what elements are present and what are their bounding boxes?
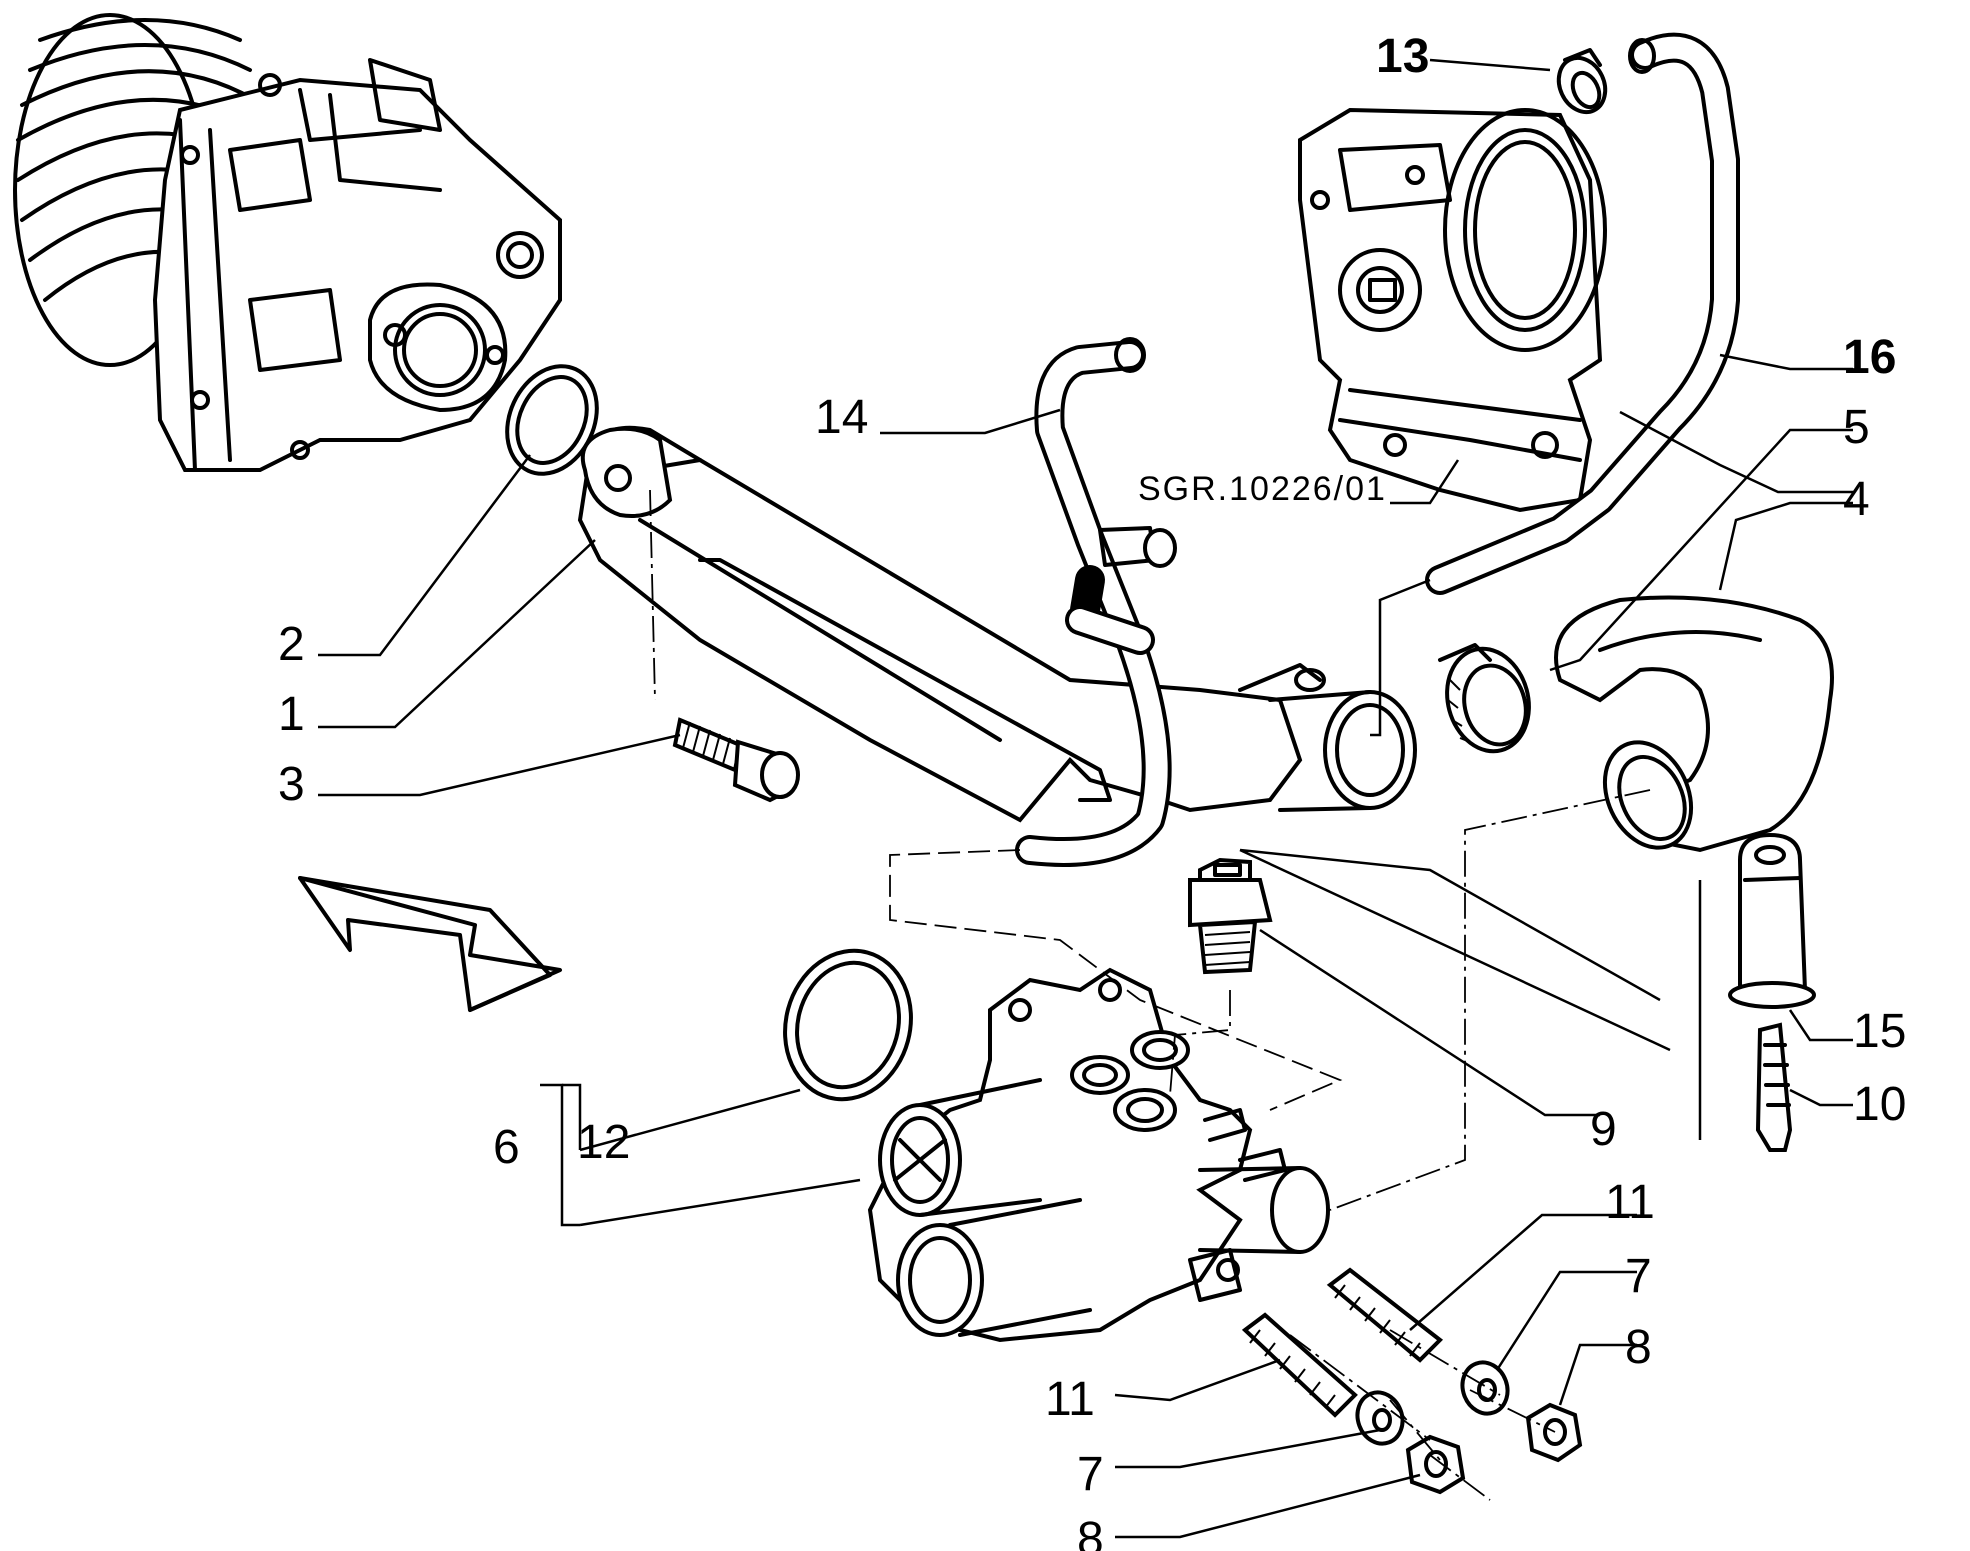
- thermostat-housing-part-6: [867, 967, 1330, 1343]
- washer-part-7-lower: [1355, 1390, 1405, 1446]
- callout-2: 2: [278, 618, 305, 671]
- callout-7-lower: 7: [1077, 1448, 1104, 1501]
- callout-7-upper: 7: [1625, 1250, 1652, 1303]
- callout-15: 15: [1853, 1005, 1906, 1058]
- hose-part-4: [1554, 595, 1834, 853]
- callout-6: 6: [493, 1121, 520, 1174]
- leader-lines: [318, 58, 1853, 1539]
- callout-14: 14: [815, 391, 868, 444]
- callout-12: 12: [577, 1116, 630, 1169]
- callout-labels: 1 2 3 4 5 6 7 7 8 8 9 10 11 11 12 13 14 …: [278, 30, 1906, 1551]
- callout-8-lower: 8: [1077, 1513, 1104, 1551]
- clip-part-10: [1755, 1022, 1793, 1152]
- callout-1: 1: [278, 688, 305, 741]
- callout-4: 4: [1843, 473, 1870, 526]
- assembly-lines: [649, 489, 1651, 1501]
- stud-part-11-upper: [1326, 1267, 1444, 1363]
- clamp-part-13: [1556, 48, 1608, 115]
- o-ring-part-12: [783, 948, 913, 1102]
- callout-9: 9: [1590, 1103, 1617, 1156]
- nut-part-8-lower: [1405, 1434, 1466, 1495]
- callout-5: 5: [1843, 401, 1870, 454]
- rubber-cap-part-15: [1728, 832, 1816, 1009]
- hose-part-16: [1425, 32, 1740, 595]
- throttle-body: [1298, 107, 1607, 513]
- reference-code: SGR.10226/01: [1138, 470, 1387, 508]
- coolant-pipe-part-1: [577, 425, 1417, 823]
- callout-10: 10: [1853, 1078, 1906, 1131]
- callout-16: 16: [1843, 331, 1896, 384]
- clamp-part-5: [1438, 643, 1531, 754]
- sensor-part-9: [1188, 857, 1273, 975]
- stud-part-11-lower: [1241, 1312, 1358, 1418]
- direction-arrow: [298, 876, 562, 1012]
- callout-11-lower: 11: [1045, 1373, 1095, 1426]
- bolt-part-3: [672, 717, 800, 803]
- water-pump: [13, 13, 562, 472]
- hose-part-14: [1015, 337, 1177, 867]
- callout-13: 13: [1376, 30, 1429, 83]
- callout-11-upper: 11: [1605, 1176, 1655, 1229]
- washer-part-7-upper: [1460, 1360, 1510, 1416]
- callout-3: 3: [278, 758, 305, 811]
- callout-8-upper: 8: [1625, 1321, 1652, 1374]
